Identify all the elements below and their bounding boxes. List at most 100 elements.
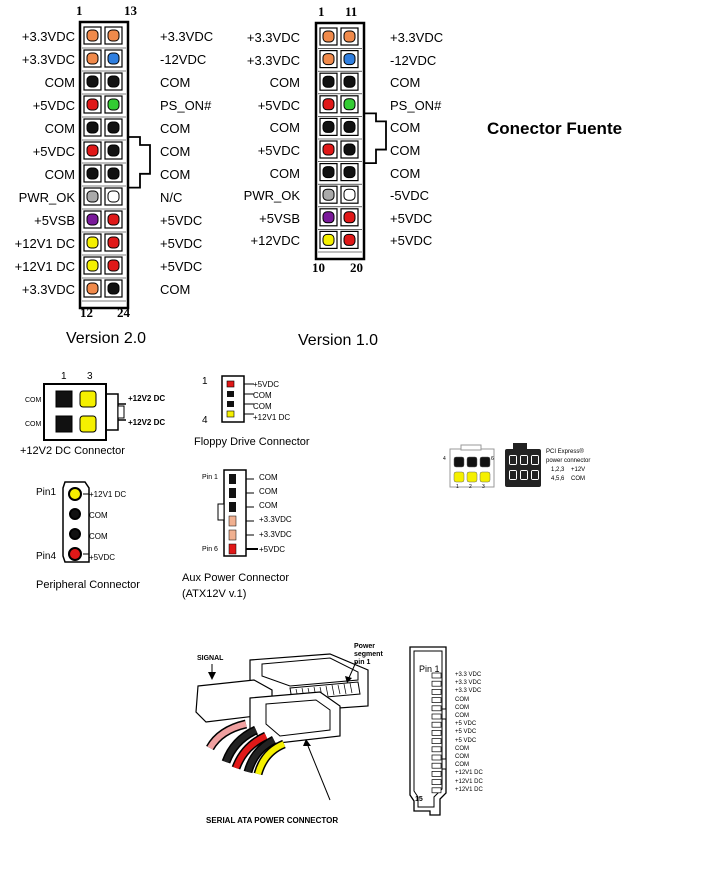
peripheral-pin-1: Pin1 [36,487,57,498]
sata-pin-label-8: +5 VDC [455,729,477,736]
atx24-pin-left-6 [83,141,102,160]
atx20-pin-right-8 [340,185,359,204]
atx24-pin-right-12 [104,279,123,298]
sata-pin-2-contact [431,680,442,687]
atx24-pin-right-1 [104,26,123,45]
atx24-right-label-5: COM [160,121,191,136]
atx24-left-label-3: COM [44,75,75,90]
floppy-label-1: +5VDC [253,380,280,389]
peripheral-body [62,481,90,563]
floppy-caption: Floppy Drive Connector [194,436,310,448]
atx20-right-label-5: COM [390,120,421,136]
atx20-right-label-2: -12VDC [390,52,437,68]
atx24-left-label-10: +12V1 DC [14,236,75,251]
atx24-left-label-2: +3.3VDC [21,52,75,67]
sata-power-label-line1: Power [354,643,376,650]
p4-right-label-1: +12V2 DC [128,394,166,403]
floppy-pin-4: 4 [202,415,208,426]
sata-pin-label-11: COM [455,754,469,760]
atx20-pin-bottom-left: 10 [312,260,325,275]
sata-pin-label-10: COM [455,745,469,752]
atx24-right-label-8: N/C [160,190,183,205]
atx24-pin-right-4 [104,95,123,114]
atx20-pin-left-9 [319,208,338,227]
atx24-left-label-7: COM [44,167,75,182]
sata-pin-15-contact [431,787,442,794]
sata-pin-label-12: COM [455,762,469,769]
pcie-pin-2: 2 [469,484,472,490]
atx24-left-label-12: +3.3VDC [21,282,75,297]
peripheral-caption: Peripheral Connector [36,579,140,591]
pcie-row1-value: +12V [571,467,586,473]
sata-pin-10-contact [431,746,442,753]
pcie-body [449,443,541,488]
aux-caption-line2: (ATX12V v.1) [182,588,247,600]
atx24-pin-right-6 [104,141,123,160]
sata-pin-1: Pin 1 [419,664,440,674]
floppy-label-2: COM [253,391,272,400]
atx24-pin-left-7 [83,164,102,183]
sata-pin-3-contact [431,689,442,695]
atx20-pin-left-6 [319,140,338,159]
atx24-pin-bottom-right: 24 [117,305,130,320]
atx20-left-label-10: +12VDC [250,233,301,249]
sata-pin-11-contact [431,754,442,761]
p4-body [43,383,126,441]
p4-left-label-2: COM [25,421,42,428]
atx20-left-label-4: +5VDC [257,97,300,113]
atx24-right-label-4: PS_ON# [160,98,212,113]
peripheral-label-2: COM [89,511,108,520]
atx20-pin-left-2 [319,50,338,69]
pcie-pin-1: 1 [456,484,459,490]
atx20-caption: Version 1.0 [298,332,379,349]
atx20-pin-left-8 [319,185,338,204]
sata-pin-label-6: COM [455,713,469,719]
atx24-pin-left-1 [83,26,102,45]
p4-left-label-1: COM [25,397,42,404]
atx20-pin-right-6 [340,140,359,159]
p4-pin-3: 3 [87,371,93,382]
pcie-title-line2: power connector [546,458,591,464]
p4-right-label-2: +12V2 DC [128,418,166,427]
atx24-pin-grid [78,20,151,310]
atx24-left-label-9: +5VSB [34,213,75,228]
sata-pin-6-contact [431,713,442,720]
atx24-pin-top-right: 13 [124,3,137,18]
atx24-pin-left-5 [83,118,102,137]
page-title: Conector Fuente [487,119,623,138]
atx20-pin-left-1 [319,27,338,46]
sata-pinout-body [409,646,447,816]
sata-pin-14-contact [431,779,442,785]
peripheral-label-3: COM [89,532,108,541]
atx24-pin-right-11 [104,256,123,275]
peripheral-label-1: +12V1 DC [89,490,127,499]
atx24-right-label-6: COM [160,144,191,159]
sata-pin-label-7: +5 VDC [455,721,477,728]
atx20-left-label-5: COM [269,120,300,136]
atx20-pin-right-5 [340,117,359,137]
atx20-pin-grid [314,21,387,261]
atx20-pin-right-9 [340,208,359,227]
atx20-pin-bottom-right: 20 [350,260,363,275]
atx24-left-label-4: +5VDC [32,98,75,113]
atx20-left-label-6: +5VDC [257,143,300,158]
sata-pin-label-3: +3.3 VDC [455,688,482,695]
atx20-pin-right-3 [340,72,359,91]
atx24-pin-right-10 [104,233,123,252]
pcie-pin-6: 6 [491,456,494,462]
atx24-right-label-11: +5VDC [160,259,203,274]
atx20-pin-left-3 [319,72,338,91]
aux-body [217,469,258,557]
atx24-pin-right-3 [104,72,123,91]
sata-pin-label-13: +12V1 DC [455,770,483,777]
atx24-left-label-1: +3.3VDC [21,29,75,44]
sata-power-label-line2: segment [354,651,383,658]
atx20-left-label-9: +5VSB [259,210,300,226]
atx24-pin-right-5 [104,118,123,137]
atx24-left-label-8: PWR_OK [18,190,75,205]
aux-pin-6: Pin 6 [202,546,218,553]
sata-pin-label-1: +3.3 VDC [455,672,482,678]
atx20-pin-right-1 [340,27,359,46]
sata-pin-label-14: +12V1 DC [455,778,483,785]
atx24-pin-top-left: 1 [76,3,83,18]
